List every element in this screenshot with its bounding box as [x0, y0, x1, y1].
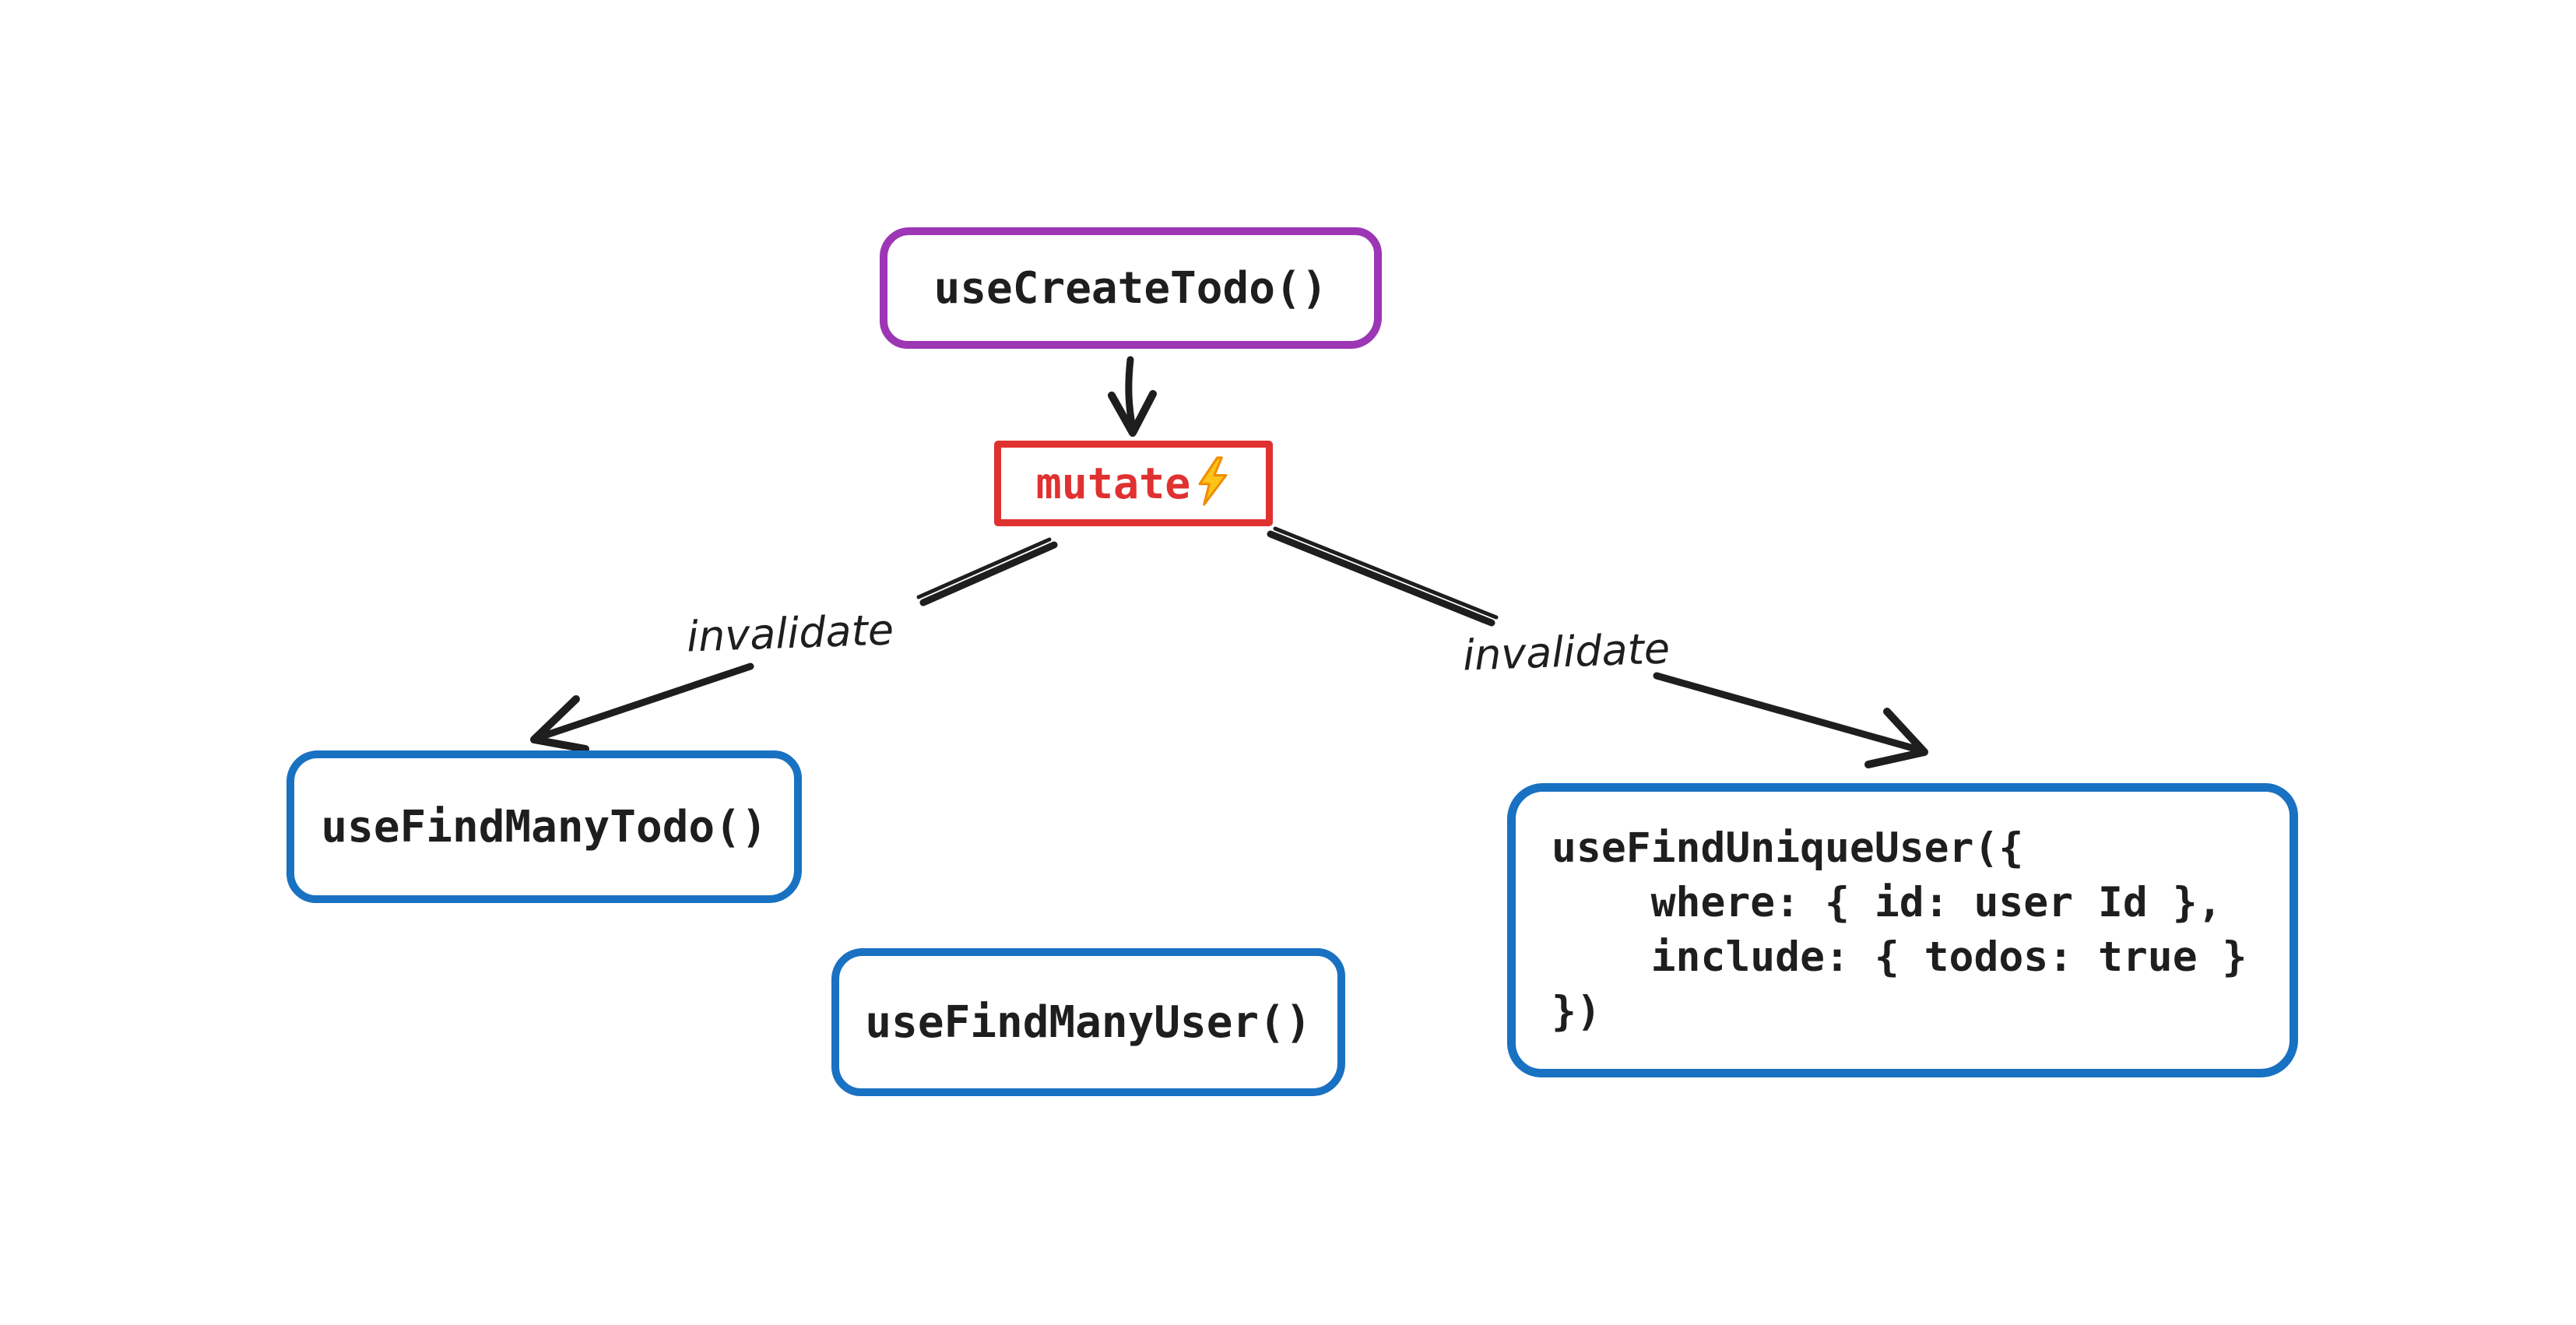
node-mutate: mutate	[994, 441, 1273, 526]
arrow-mutate-to-find-unique-user-seg2	[1653, 672, 1925, 754]
arrow-mutate-to-find-unique-user-head	[1864, 708, 1928, 768]
node-use-find-many-user-label: useFindManyUser()	[865, 996, 1312, 1048]
arrow-mutate-to-find-many-todo-seg1	[919, 541, 1058, 606]
arrow-mutate-to-find-many-todo-seg1-sketch	[916, 537, 1052, 599]
node-use-create-todo-label: useCreateTodo()	[933, 262, 1328, 314]
edge-label-invalidate-left: invalidate	[685, 605, 895, 662]
arrow-mutate-to-find-unique-user-seg1	[1267, 530, 1495, 627]
arrow-mutate-to-find-unique-user-seg1-sketch	[1273, 526, 1499, 620]
node-use-find-unique-user-code: useFindUniqueUser({ where: { id: user Id…	[1552, 824, 2247, 1035]
arrow-create-to-mutate-head	[1108, 390, 1157, 437]
node-use-find-many-user: useFindManyUser()	[831, 948, 1345, 1096]
lightning-bolt-icon	[1198, 456, 1228, 506]
arrow-create-to-mutate	[1125, 356, 1137, 432]
node-use-find-many-todo-label: useFindManyTodo()	[321, 801, 768, 852]
arrow-mutate-to-find-many-todo-seg2	[533, 662, 754, 742]
node-use-create-todo: useCreateTodo()	[880, 227, 1382, 349]
node-use-find-many-todo: useFindManyTodo()	[286, 750, 802, 903]
node-use-find-unique-user: useFindUniqueUser({ where: { id: user Id…	[1507, 783, 2298, 1077]
edge-label-invalidate-right: invalidate	[1461, 624, 1671, 680]
arrow-mutate-to-find-many-todo-head	[530, 695, 589, 753]
node-mutate-label: mutate	[1035, 459, 1191, 508]
